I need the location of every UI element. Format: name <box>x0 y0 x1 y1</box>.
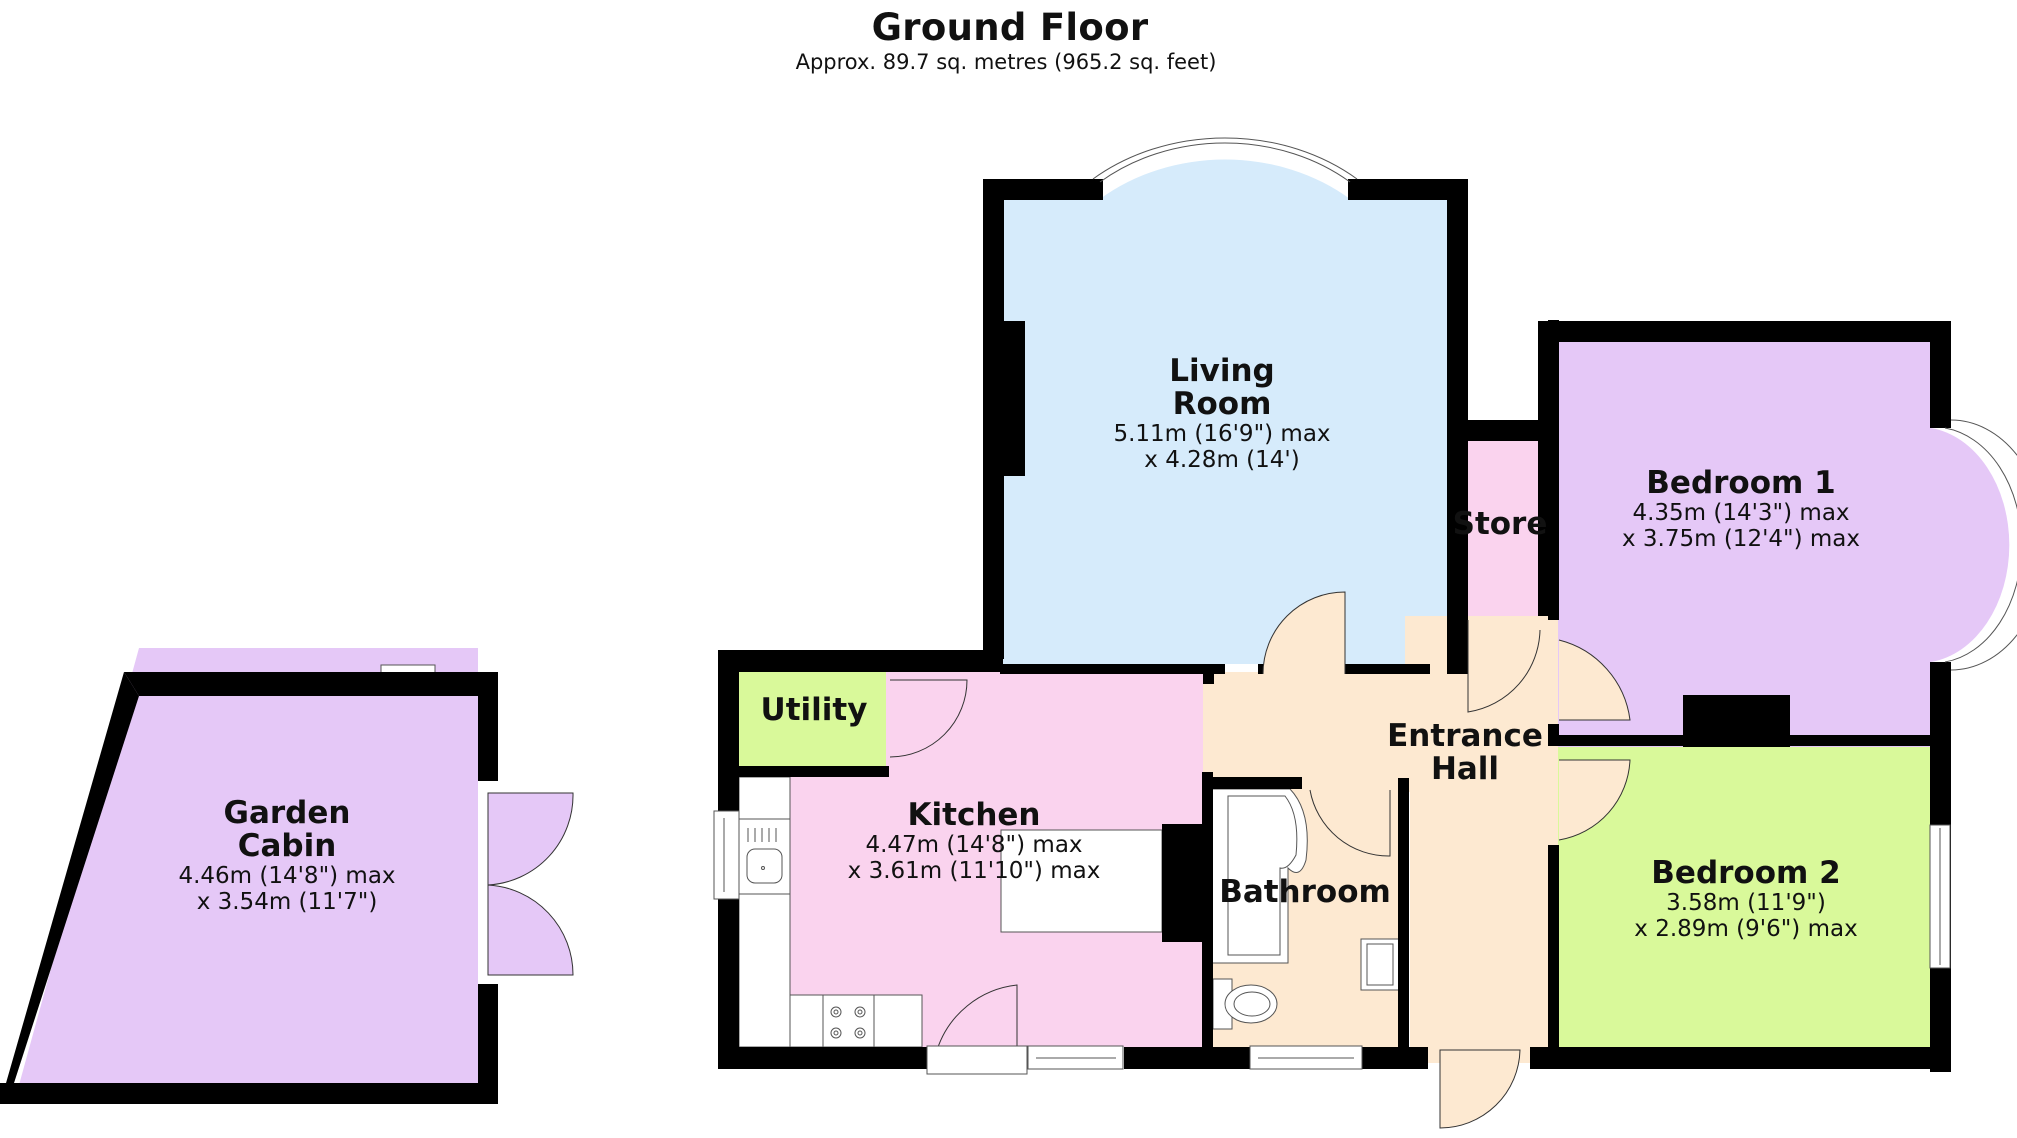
garden-cabin <box>16 648 478 1096</box>
floor-title: Ground Floor <box>871 6 1149 49</box>
walls <box>718 179 1951 1072</box>
doors <box>487 591 1631 1129</box>
garden-cabin-walls <box>0 672 498 1104</box>
entrance-hall-label: Entrance Hall <box>1387 718 1543 787</box>
bedroom-1 <box>1558 341 2010 747</box>
entrance-hall <box>1203 616 1558 1063</box>
utility-label: Utility <box>760 692 868 728</box>
living-room <box>1003 159 1448 664</box>
bath-icon <box>1211 788 1308 964</box>
bedroom-2-label: Bedroom 2 3.58m (11'9") x 2.89m (9'6") m… <box>1634 855 1858 943</box>
store-room <box>1458 440 1548 616</box>
windows <box>380 137 2017 1070</box>
living-room-label: Living Room 5.11m (16'9") max x 4.28m (1… <box>1113 353 1331 474</box>
bedroom-1-label: Bedroom 1 4.35m (14'3") max x 3.75m (12'… <box>1621 465 1861 553</box>
utility-room <box>739 672 886 767</box>
floor-area-subtitle: Approx. 89.7 sq. metres (965.2 sq. feet) <box>795 50 1217 74</box>
store-label: Store <box>1452 506 1548 542</box>
basin-icon <box>1360 938 1400 991</box>
bathroom-label: Bathroom <box>1219 874 1391 910</box>
kitchen-label: Kitchen 4.47m (14'8") max x 3.61m (11'10… <box>847 797 1101 885</box>
kitchen-sink-icon <box>738 818 791 895</box>
hob-icon <box>822 994 875 1048</box>
toilet-icon <box>1212 978 1278 1030</box>
garden-cabin-label: Garden Cabin 4.46m (14'8") max x 3.54m (… <box>178 795 396 916</box>
